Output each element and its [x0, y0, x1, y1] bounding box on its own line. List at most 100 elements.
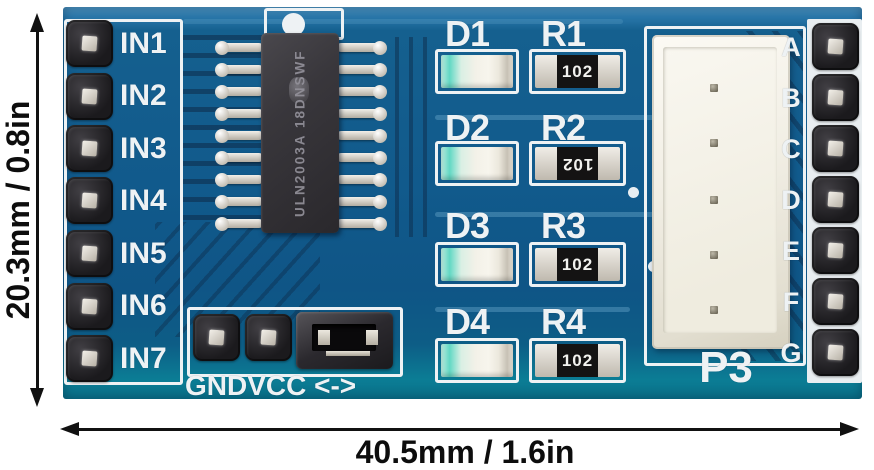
p3-label: P3 — [699, 343, 753, 392]
connector-silkscreen — [644, 26, 806, 366]
in7-label: IN7 — [120, 342, 167, 375]
vcc-pin — [245, 314, 292, 361]
resistor-r3: 102 — [529, 242, 626, 287]
ic-pin — [215, 62, 263, 77]
in1-label: IN1 — [120, 27, 167, 60]
led-body — [441, 344, 513, 377]
in5-label: IN5 — [120, 237, 167, 270]
header-pin-c — [812, 125, 859, 172]
via — [628, 187, 639, 198]
chip-marking-line2: ULN2003A — [292, 133, 308, 217]
ti-logo — [289, 77, 309, 103]
d1-label: D1 — [444, 13, 490, 54]
ic-pin — [215, 194, 263, 209]
resistor-r4: 102 — [529, 338, 626, 383]
in3-label: IN3 — [120, 132, 167, 165]
connector-pin — [710, 139, 718, 147]
pin-b-label: B — [781, 83, 801, 113]
connector-face — [663, 47, 777, 333]
r4-label: R4 — [540, 301, 586, 342]
pcb-trace — [435, 115, 675, 120]
resistor-body: 102 — [535, 147, 620, 180]
resistor-code: 102 — [561, 61, 594, 81]
header-pin-in3 — [66, 125, 113, 172]
connector-pin — [710, 196, 718, 204]
pin-f-label: F — [782, 287, 800, 317]
ic-pin1-marker-dot — [282, 13, 305, 36]
arrow-right-icon — [840, 422, 859, 436]
led-body — [441, 248, 513, 281]
led-d2 — [435, 141, 519, 186]
header-pin-a — [812, 23, 859, 70]
pin-g-label: G — [780, 338, 802, 368]
header-pin-b — [812, 74, 859, 121]
ic-pin — [337, 194, 387, 209]
pcb-trace — [435, 307, 630, 312]
jumper-contact — [318, 330, 330, 345]
pin-d-label: D — [781, 185, 801, 215]
r3-label: R3 — [540, 205, 586, 246]
height-dimension-line — [36, 31, 39, 389]
ic-pin — [337, 150, 387, 165]
header-pin-d — [812, 176, 859, 223]
ic-pin — [337, 172, 387, 187]
power-header-silkscreen — [187, 307, 403, 377]
ic-pin — [215, 172, 263, 187]
jumper-cap — [296, 312, 393, 369]
resistor-body: 102 — [535, 55, 620, 88]
width-dimension-label: 40.5mm / 1.6in — [355, 434, 575, 470]
power-header-label: GNDVCC <-> — [185, 370, 357, 401]
header-pin-in4 — [66, 177, 113, 224]
connector-pin — [710, 84, 718, 92]
ic-pin — [215, 40, 263, 55]
led-body — [441, 55, 513, 88]
width-dimension-line — [78, 428, 840, 431]
arrow-left-icon — [60, 422, 79, 436]
resistor-body: 102 — [535, 344, 620, 377]
led-d1 — [435, 49, 519, 94]
gnd-pin — [193, 314, 240, 361]
ic-pin — [337, 128, 387, 143]
ic-pin — [337, 40, 387, 55]
uln2003-chip: ULN2003A 18DNSWF — [261, 33, 339, 233]
resistor-r1: 102 — [529, 49, 626, 94]
led-body — [441, 147, 513, 180]
chip-marking-line1: 18DNSWF — [292, 49, 308, 128]
in2-label: IN2 — [120, 79, 167, 112]
ic-pin — [337, 216, 387, 231]
in6-label: IN6 — [120, 289, 167, 322]
header-pin-in6 — [66, 283, 113, 330]
ic-pin — [215, 128, 263, 143]
header-pin-in5 — [66, 230, 113, 277]
ic-pin — [215, 216, 263, 231]
ic-pin — [337, 106, 387, 121]
in4-label: IN4 — [120, 184, 167, 217]
arrow-up-icon — [30, 13, 44, 32]
resistor-r2: 102 — [529, 141, 626, 186]
ic-pin — [215, 106, 263, 121]
p3-connector — [652, 35, 790, 349]
led-d3 — [435, 242, 519, 287]
connector-pin — [710, 306, 718, 314]
ic-pin — [215, 150, 263, 165]
pcb-trace — [385, 37, 433, 237]
ic-pin — [337, 84, 387, 99]
arrow-down-icon — [30, 388, 44, 407]
header-pin-in7 — [66, 335, 113, 382]
connector-pin — [710, 251, 718, 259]
r1-label: R1 — [540, 13, 586, 54]
resistor-body: 102 — [535, 248, 620, 281]
jumper-contact-bar — [326, 351, 370, 356]
header-pin-g — [812, 329, 859, 376]
pin-c-label: C — [781, 134, 801, 164]
pcb-board: IN1 IN2 IN3 IN4 IN5 IN6 IN7 ULN2003A — [63, 7, 862, 401]
d3-label: D3 — [444, 205, 490, 246]
pin-e-label: E — [781, 236, 800, 266]
header-pin-in2 — [66, 73, 113, 120]
height-dimension-label: 20.3mm / 0.8in — [0, 100, 36, 320]
pin-a-label: A — [781, 32, 801, 62]
jumper-contact — [366, 330, 378, 345]
d4-label: D4 — [444, 301, 490, 342]
resistor-code: 102 — [561, 254, 594, 274]
